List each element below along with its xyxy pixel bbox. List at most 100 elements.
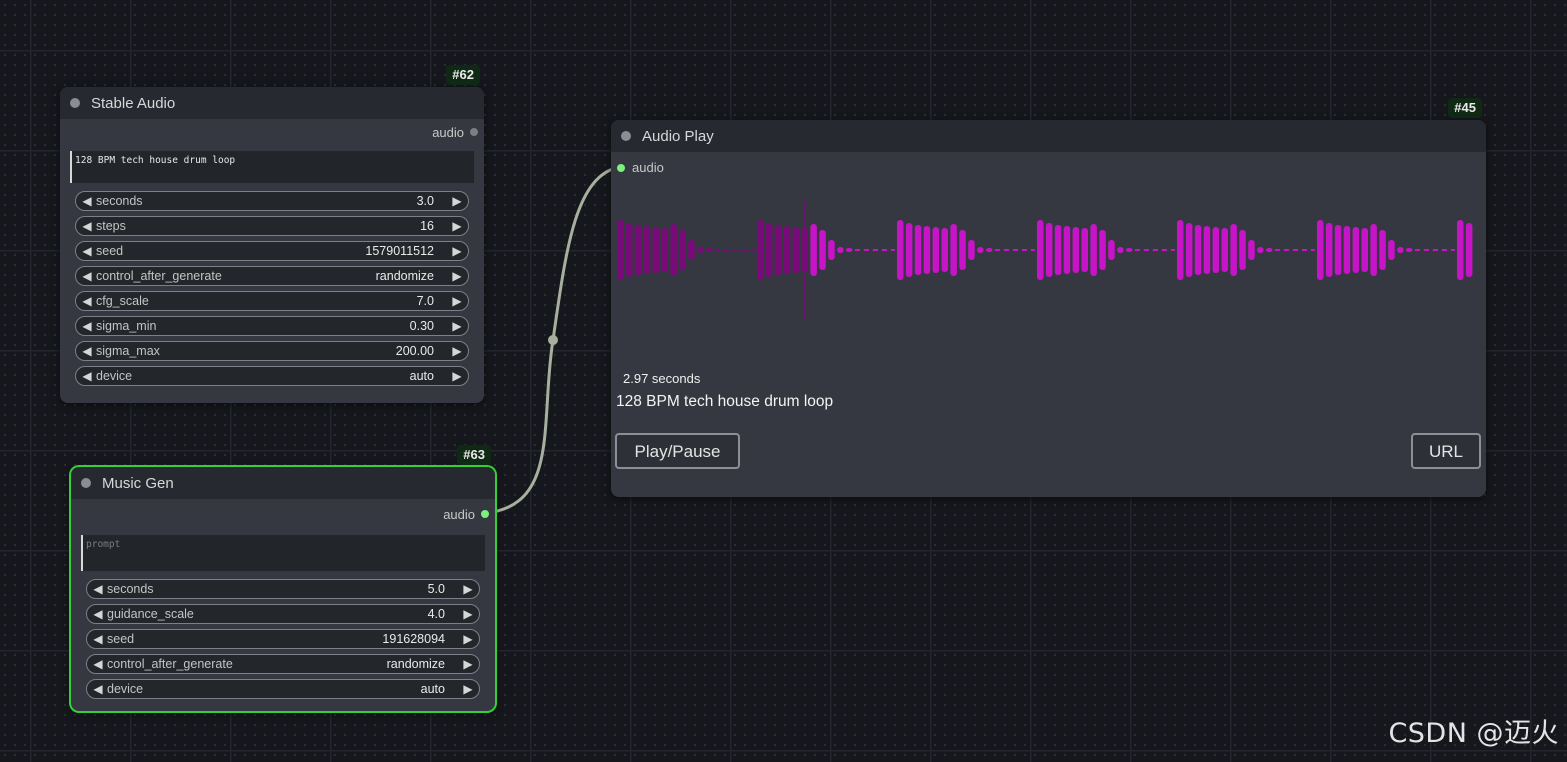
widget-value[interactable]: 191628094 — [382, 632, 445, 646]
waveform-bar — [801, 228, 808, 272]
waveform-bar — [1257, 247, 1264, 253]
increment-arrow-icon[interactable]: ▶ — [452, 294, 462, 308]
decrement-arrow-icon[interactable]: ◀ — [82, 269, 92, 283]
waveform-bar — [819, 230, 826, 270]
increment-arrow-icon[interactable]: ▶ — [452, 194, 462, 208]
caption-text: 128 BPM tech house drum loop — [616, 393, 834, 410]
widget-value[interactable]: 5.0 — [427, 582, 445, 596]
widget-value[interactable]: 4.0 — [427, 607, 445, 621]
prompt-textarea[interactable]: prompt — [81, 535, 485, 571]
decrement-arrow-icon[interactable]: ◀ — [82, 369, 92, 383]
node-header[interactable]: Stable Audio — [60, 87, 484, 119]
widget-value[interactable]: auto — [409, 369, 434, 383]
widget-value[interactable]: auto — [420, 682, 445, 696]
widget-control-after-generate[interactable]: ◀ control_after_generate randomize ▶ — [86, 654, 480, 674]
increment-arrow-icon[interactable]: ▶ — [452, 269, 462, 283]
increment-arrow-icon[interactable]: ▶ — [452, 344, 462, 358]
waveform-bar — [1203, 226, 1211, 274]
decrement-arrow-icon[interactable]: ◀ — [82, 344, 92, 358]
waveform-bar — [1388, 240, 1395, 260]
prompt-textarea[interactable]: 128 BPM tech house drum loop — [70, 151, 474, 183]
increment-arrow-icon[interactable]: ▶ — [452, 244, 462, 258]
decrement-arrow-icon[interactable]: ◀ — [82, 244, 92, 258]
widget-value[interactable]: 7.0 — [416, 294, 434, 308]
waveform-bar — [661, 228, 668, 272]
increment-arrow-icon[interactable]: ▶ — [452, 369, 462, 383]
waveform-bar — [1072, 227, 1080, 273]
collapse-dot-icon[interactable] — [70, 98, 80, 108]
decrement-arrow-icon[interactable]: ◀ — [93, 582, 103, 596]
audio-output-slot[interactable] — [481, 510, 489, 518]
increment-arrow-icon[interactable]: ▶ — [452, 219, 462, 233]
decrement-arrow-icon[interactable]: ◀ — [93, 607, 103, 621]
decrement-arrow-icon[interactable]: ◀ — [82, 294, 92, 308]
widget-value[interactable]: 200.00 — [395, 344, 434, 358]
widget-value[interactable]: 3.0 — [416, 194, 434, 208]
waveform-bar — [1230, 224, 1237, 276]
increment-arrow-icon[interactable]: ▶ — [463, 582, 473, 596]
waveform-bar — [1063, 226, 1071, 274]
widget-seconds[interactable]: ◀ seconds 5.0 ▶ — [86, 579, 480, 599]
collapse-dot-icon[interactable] — [81, 478, 91, 488]
waveform-bar — [1194, 225, 1202, 275]
widget-value[interactable]: randomize — [386, 657, 445, 671]
decrement-arrow-icon[interactable]: ◀ — [82, 319, 92, 333]
widget-sigma-max[interactable]: ◀ sigma_max 200.00 ▶ — [75, 341, 469, 361]
play-pause-button[interactable]: Play/Pause — [615, 433, 740, 469]
waveform-bar — [643, 226, 651, 274]
waveform[interactable] — [613, 200, 1481, 320]
widget-value[interactable]: 0.30 — [409, 319, 434, 333]
stable-audio-node[interactable]: #62 Stable Audio audio 128 BPM tech hous… — [60, 65, 484, 403]
waveform-bar — [828, 240, 835, 260]
waveform-bar — [1370, 224, 1377, 276]
waveform-bar — [846, 248, 853, 252]
waveform-bar — [923, 226, 931, 274]
increment-arrow-icon[interactable]: ▶ — [463, 657, 473, 671]
audio-input-slot[interactable] — [617, 163, 625, 172]
widget-seed[interactable]: ◀ seed 1579011512 ▶ — [75, 241, 469, 261]
waveform-bar — [959, 230, 966, 270]
increment-arrow-icon[interactable]: ▶ — [452, 319, 462, 333]
decrement-arrow-icon[interactable]: ◀ — [93, 682, 103, 696]
widget-value[interactable]: randomize — [375, 269, 434, 283]
waveform-bar — [1099, 230, 1106, 270]
collapse-dot-icon[interactable] — [621, 131, 631, 141]
node-header[interactable]: Music Gen — [71, 467, 495, 499]
waveform-bar — [706, 248, 713, 252]
widget-value[interactable]: 1579011512 — [365, 244, 434, 258]
audio-output-slot[interactable] — [470, 128, 478, 136]
waveform-bar — [932, 227, 940, 273]
decrement-arrow-icon[interactable]: ◀ — [82, 194, 92, 208]
waveform-bar — [941, 228, 948, 272]
waveform-bar — [1325, 223, 1333, 277]
waveform-bar — [670, 224, 677, 276]
increment-arrow-icon[interactable]: ▶ — [463, 607, 473, 621]
widget-label: seconds — [107, 582, 154, 596]
node-header[interactable]: Audio Play — [611, 120, 1486, 152]
url-button[interactable]: URL — [1411, 433, 1481, 469]
decrement-arrow-icon[interactable]: ◀ — [82, 219, 92, 233]
waveform-bar — [968, 240, 975, 260]
widget-label: sigma_max — [96, 344, 160, 358]
increment-arrow-icon[interactable]: ▶ — [463, 632, 473, 646]
audio-play-node[interactable]: #45 Audio Play audio 2.97 seconds 128 BP… — [611, 98, 1486, 497]
widget-value[interactable]: 16 — [420, 219, 434, 233]
audio-output-row: audio — [71, 499, 495, 529]
increment-arrow-icon[interactable]: ▶ — [463, 682, 473, 696]
waveform-bar — [1352, 227, 1360, 273]
widget-label: seed — [96, 244, 124, 258]
decrement-arrow-icon[interactable]: ◀ — [93, 657, 103, 671]
waveform-bar — [652, 227, 660, 273]
decrement-arrow-icon[interactable]: ◀ — [93, 632, 103, 646]
widget-label: control_after_generate — [107, 657, 233, 671]
